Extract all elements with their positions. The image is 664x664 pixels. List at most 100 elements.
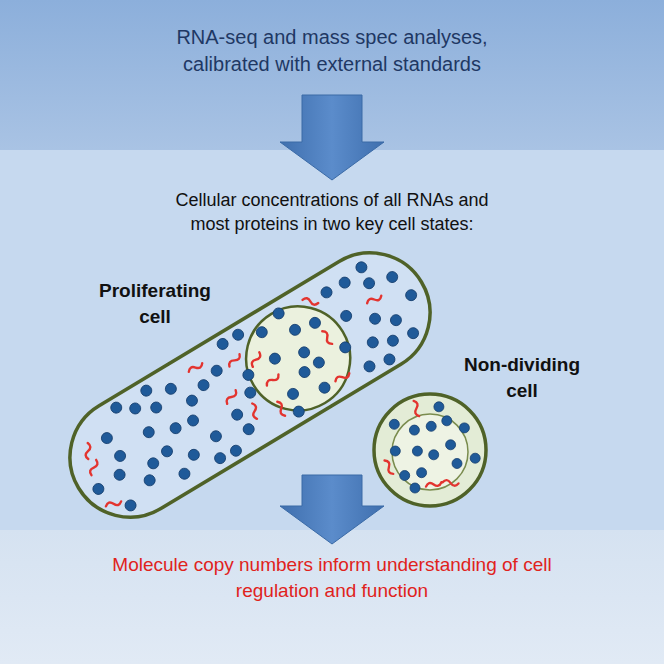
protein-dot — [254, 325, 269, 340]
protein-dot — [163, 381, 178, 396]
protein-dot — [230, 407, 245, 422]
protein-dot — [241, 422, 256, 437]
block-arrow — [280, 475, 384, 544]
protein-dot — [213, 451, 228, 466]
protein-dot — [319, 285, 334, 300]
protein-dot — [159, 444, 174, 459]
protein-dot — [338, 340, 353, 355]
rna-squiggle — [228, 353, 242, 369]
protein-dot — [307, 315, 322, 330]
protein-dot — [385, 269, 400, 284]
protein-dot — [109, 400, 124, 415]
protein-dot — [362, 276, 377, 291]
protein-dot — [267, 351, 282, 366]
protein-dot — [429, 450, 439, 460]
rna-squiggle — [275, 401, 287, 417]
rna-squiggle — [105, 499, 122, 509]
protein-dot — [287, 322, 302, 337]
protein-dot — [99, 431, 114, 446]
cell-label: Proliferating cell — [93, 278, 217, 329]
protein-dot — [390, 446, 400, 456]
protein-dot — [385, 333, 400, 348]
protein-dot — [459, 423, 469, 433]
protein-dot — [241, 367, 256, 382]
protein-dot — [365, 335, 380, 350]
protein-dot — [184, 393, 199, 408]
protein-dot — [113, 448, 128, 463]
protein-dot — [354, 260, 369, 275]
rna-squiggle — [85, 443, 91, 459]
cell-shape: Non-dividing cell — [370, 340, 580, 520]
protein-dot — [209, 363, 224, 378]
protein-dot — [243, 385, 258, 400]
band-text: Cellular concentrations of all RNAs and … — [162, 188, 502, 237]
protein-dot — [149, 400, 164, 415]
protein-dot — [388, 313, 403, 328]
cell-contents — [382, 400, 480, 493]
protein-dot — [297, 365, 312, 380]
protein-dot — [112, 467, 127, 482]
rna-squiggle — [302, 297, 319, 305]
rna-squiggle — [334, 371, 350, 383]
protein-dot — [434, 402, 444, 412]
protein-dot — [128, 401, 143, 416]
protein-dot — [311, 355, 326, 370]
protein-dot — [409, 425, 419, 435]
protein-dot — [285, 386, 300, 401]
protein-dot — [410, 483, 420, 493]
rna-squiggle — [250, 403, 259, 420]
protein-dot — [417, 468, 427, 478]
protein-dot — [297, 345, 312, 360]
protein-dot — [146, 456, 161, 471]
protein-dot — [142, 473, 157, 488]
nucleus — [227, 287, 370, 430]
protein-dot — [91, 481, 106, 496]
protein-dot — [452, 459, 462, 469]
protein-dot — [215, 336, 230, 351]
block-arrow — [280, 95, 384, 180]
cell-membrane — [374, 394, 486, 506]
protein-dot — [291, 404, 306, 419]
protein-dot — [186, 413, 201, 428]
band-text: Molecule copy numbers inform understandi… — [102, 552, 562, 603]
rna-squiggle — [366, 294, 382, 306]
protein-dot — [141, 425, 156, 440]
protein-dot — [412, 446, 422, 456]
process-band: Molecule copy numbers inform understandi… — [0, 530, 664, 664]
protein-dot — [404, 288, 419, 303]
protein-dot — [271, 306, 286, 321]
cell-shape: Proliferating cell — [60, 245, 440, 530]
nucleus — [392, 414, 468, 490]
protein-dot — [442, 416, 452, 426]
protein-dot — [362, 359, 377, 374]
protein-dot — [208, 429, 223, 444]
protein-dot — [177, 466, 192, 481]
rna-squiggle — [411, 400, 421, 417]
rna-squiggle — [251, 351, 262, 368]
protein-dot — [123, 498, 138, 513]
rna-squiggle — [320, 330, 334, 346]
protein-dot — [196, 378, 211, 393]
protein-dot — [367, 311, 382, 326]
process-band: Cellular concentrations of all RNAs and … — [0, 150, 664, 530]
protein-dot — [186, 447, 201, 462]
rna-squiggle — [225, 389, 238, 405]
band-text: RNA-seq and mass spec analyses, calibrat… — [147, 24, 517, 78]
rna-squiggle — [265, 373, 280, 388]
protein-dot — [406, 326, 421, 341]
protein-dot — [231, 327, 246, 342]
protein-dot — [470, 453, 480, 463]
protein-dot — [389, 419, 399, 429]
rna-squiggle — [89, 459, 98, 476]
protein-dot — [339, 308, 354, 323]
protein-dot — [446, 440, 456, 450]
protein-dot — [168, 421, 183, 436]
rna-squiggle — [425, 480, 442, 489]
protein-dot — [426, 421, 436, 431]
rna-squiggle — [187, 361, 203, 374]
rna-squiggle — [442, 480, 458, 486]
cell-label: Non-dividing cell — [460, 352, 584, 403]
process-band: RNA-seq and mass spec analyses, calibrat… — [0, 0, 664, 150]
rna-squiggle — [382, 459, 395, 475]
protein-dot — [228, 443, 243, 458]
